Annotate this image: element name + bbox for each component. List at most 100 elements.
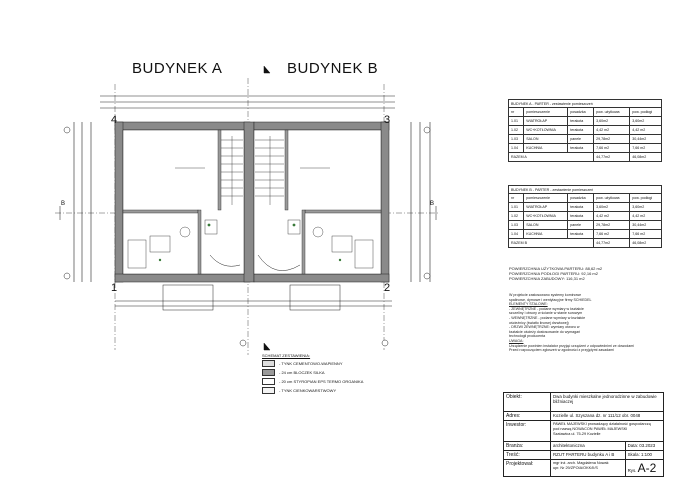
title-block-label: Adres:: [503, 411, 551, 421]
title-block-label: Obiekt:: [503, 392, 551, 412]
cell: WC+KOTŁOWNIA: [523, 211, 569, 221]
legend-item: - TYNK CEMENTOWO-WAPIENNY: [262, 359, 363, 368]
table-caption: BUDYNEK B - PARTER - zestawienie pomiesz…: [508, 185, 662, 194]
section-b-right: B: [430, 201, 435, 207]
note-line: technologii producenta: [509, 334, 546, 339]
cell: 7,66 m2: [593, 229, 631, 239]
axis-3-label: 3: [384, 114, 391, 126]
building-b-title: BUDYNEK B: [287, 60, 379, 77]
legend-label: - 20 cm STYROPIAN EPS TERMO ORGANIKA: [279, 379, 364, 384]
cell: WIATROŁAP: [523, 202, 569, 212]
cell: SALON: [523, 220, 569, 230]
cell: 44,77m2: [593, 152, 631, 162]
table-header: pow. użytkowa: [593, 193, 631, 203]
cell: terakota: [567, 116, 595, 126]
title-block: Obiekt: Dwa budynki mieszkalne jednorodz…: [503, 392, 665, 477]
general-notes: W projekcie zastosowano systemy kominowe…: [509, 293, 634, 353]
designer-line: upr. Nr 29/ZPOIA/OKK/II/S: [553, 466, 598, 470]
note-heading: ELEMENTY STALOWE:: [509, 302, 548, 307]
table-header: posadzka: [567, 107, 595, 117]
cell: 1.03: [507, 220, 525, 230]
cell: 4,42 m2: [629, 125, 662, 135]
investor-line: Szatawica ul. 75-29 Kozielle: [553, 432, 601, 436]
axis-4-label: 4: [111, 114, 118, 126]
axis-2-label: 2: [384, 282, 391, 294]
cell: 1.03: [507, 134, 525, 144]
cell: 3,60m2: [629, 116, 662, 126]
note-line: kształcie ościeży dostosowanie do wymaga…: [509, 329, 581, 334]
legend-item: - TYNK CIENKOWARSTWOWY: [262, 386, 363, 395]
discipline: architektoniczna: [550, 441, 626, 451]
cell: WIATROŁAP: [523, 116, 569, 126]
cell: 4,42 m2: [629, 211, 662, 221]
area-line: POWIERZCHNIA ZABUDOWY: 116,31 m2: [509, 276, 585, 282]
table-header: pow. podłogi: [629, 193, 662, 203]
cell: 30,44m2: [629, 134, 662, 144]
legend-item: - 24 cm BLOCZEK SILKA: [262, 368, 363, 377]
cell: 1.04: [507, 143, 525, 153]
note-line: Przed rozpoczęciem zgłoszeń w zgodności …: [509, 348, 614, 353]
cell: 1.02: [507, 211, 525, 221]
table-caption: BUDYNEK A - PARTER - zestawienie pomiesz…: [508, 99, 662, 108]
cell: KUCHNIA: [523, 229, 569, 239]
table-header: posadzka: [567, 193, 595, 203]
cell: 7,66 m2: [593, 143, 631, 153]
scale: Skala: 1:100: [624, 450, 665, 460]
table-header: nr: [507, 107, 525, 117]
cell: 3,60m2: [593, 202, 631, 212]
cell: terakota: [567, 229, 595, 239]
cell: 4,42 m2: [593, 125, 631, 135]
cell: terakota: [567, 125, 595, 135]
wall-legend: SCHEMAT ZESTAWIENIA: - TYNK CEMENTOWO-WA…: [262, 353, 363, 395]
note-line: - ZEWNĘTRZNE - podane wymiary w kształci…: [509, 306, 584, 311]
cell: 44,77m2: [593, 238, 631, 248]
cell: 1.02: [507, 125, 525, 135]
note-line: Urządzenie powinien instalator przyjąć u…: [509, 343, 635, 348]
cell: terakota: [567, 211, 595, 221]
cell: 7,66 m2: [629, 143, 662, 153]
cell: panele: [567, 134, 595, 144]
address: Kozielle ul. Szyszana dz. nr 111/12 obr.…: [550, 411, 664, 421]
legend-title: SCHEMAT ZESTAWIENIA:: [262, 353, 311, 358]
cell: 29,78m2: [593, 220, 631, 230]
note-line: - DRZWI ZEWNĘTRZNE: wymiary otworu w: [509, 325, 580, 330]
cell: 3,60m2: [629, 202, 662, 212]
cell: WC+KOTŁOWNIA: [523, 125, 569, 135]
cell: SALON: [523, 134, 569, 144]
area-line: POWIERZCHNIA PODŁOGI PARTERU: 92,16 m2: [509, 271, 598, 277]
swatch-icon: [262, 369, 275, 376]
drawing-content: RZUT PARTERU budynku A i B: [550, 450, 626, 460]
object-name: Dwa budynki mieszkalne jednorodzinne w z…: [550, 392, 664, 412]
title-block-label: Projektował:: [503, 459, 551, 477]
cell: 46,08m2: [629, 152, 662, 162]
cell: panele: [567, 220, 595, 230]
area-summary: POWIERZCHNIA UŻYTKOWA PARTERU: 88,62 m2 …: [509, 266, 602, 282]
cell: 1.01: [507, 202, 525, 212]
table-header: pow. podłogi: [629, 107, 662, 117]
table-header: pow. użytkowa: [593, 107, 631, 117]
cell: 7,66 m2: [629, 229, 662, 239]
cell: 29,78m2: [593, 134, 631, 144]
room-table-a: BUDYNEK A - PARTER - zestawienie pomiesz…: [507, 99, 662, 162]
designer-line: mgr inż. arch. Magdalena Nowak: [553, 461, 609, 465]
cell: RAZEM A: [507, 152, 595, 162]
cell: 1.01: [507, 116, 525, 126]
note-line: spalinowe, dymowe i wentylacyjne firmy S…: [509, 297, 592, 302]
title-block-label: Treść:: [503, 450, 551, 460]
date: Data: 03.2023: [624, 441, 665, 451]
legend-item: - 20 cm STYROPIAN EPS TERMO ORGANIKA: [262, 377, 363, 386]
swatch-icon: [262, 360, 275, 367]
building-a-title: BUDYNEK A: [132, 60, 223, 77]
investor-line: pod nazwą NOWACON PAWEŁ MAJEWSKI: [553, 427, 628, 431]
table-header: nr: [507, 193, 525, 203]
